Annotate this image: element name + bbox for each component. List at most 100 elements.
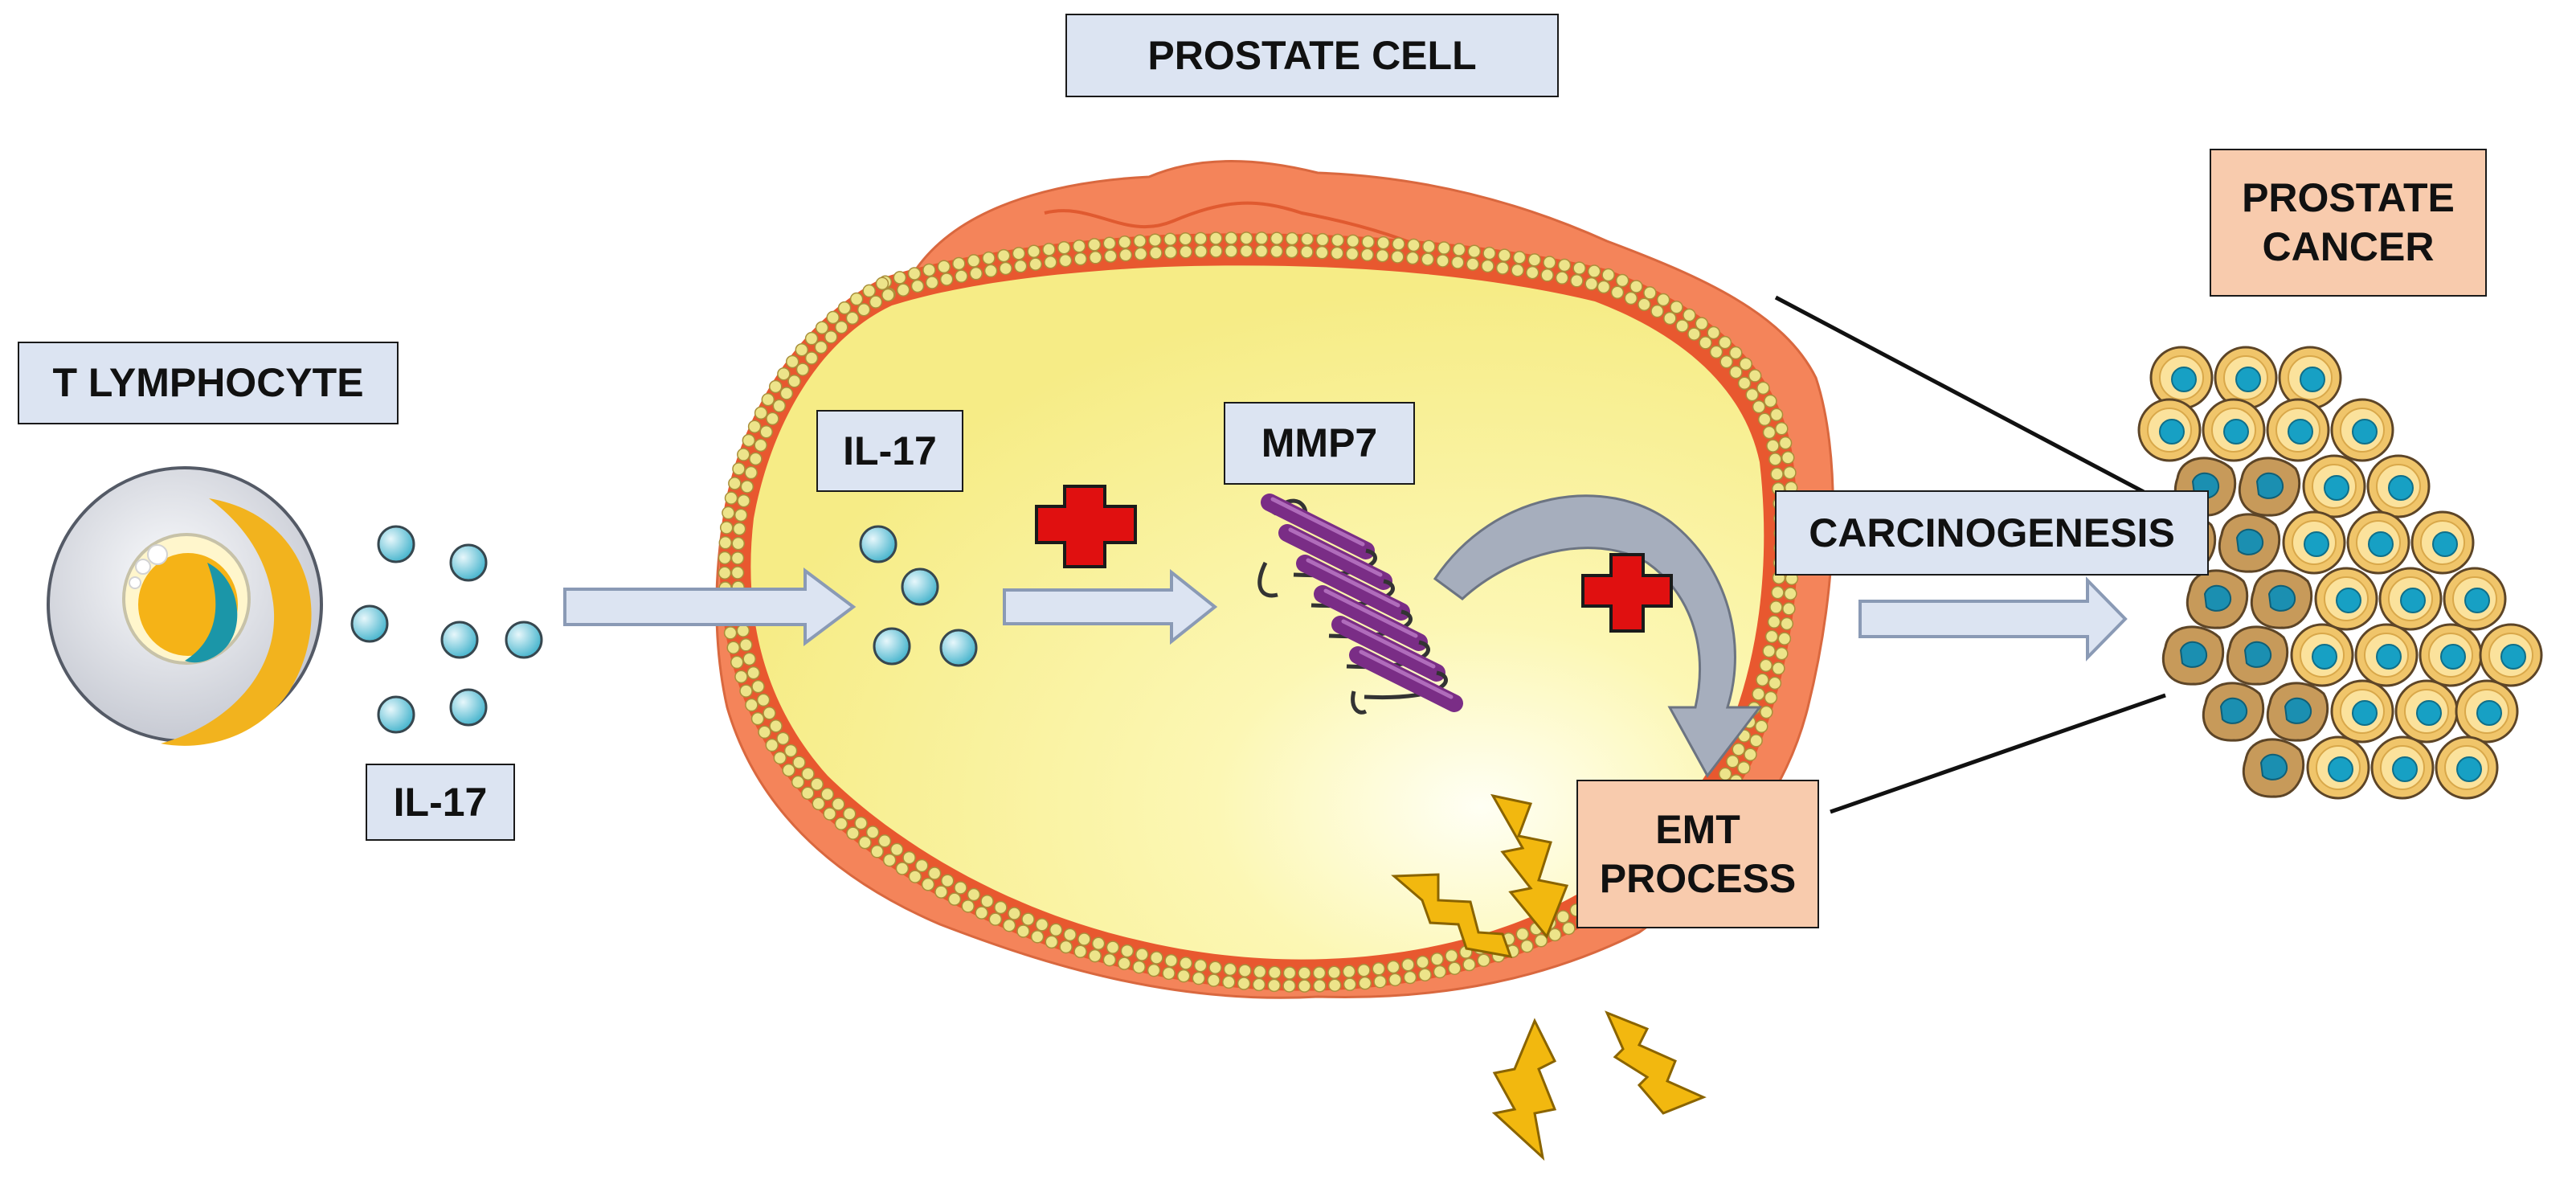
membrane-bead [1512,251,1527,264]
membrane-bead [1102,236,1117,250]
membrane-bead [1572,261,1586,275]
membrane-bead [1584,277,1598,291]
membrane-bead [750,711,765,726]
membrane-bead [862,284,876,298]
membrane-bead [723,626,738,640]
membrane-bead [795,343,809,357]
membrane-bead [1770,467,1784,481]
cancer-cell-nucleus [2179,641,2208,668]
membrane-bead [1448,961,1462,975]
membrane-bead [730,566,745,580]
cancer-cell-nucleus [2171,367,2197,392]
membrane-bead [1477,953,1490,967]
membrane-bead [718,551,732,565]
membrane-bead [908,870,922,883]
cancer-cell-nucleus [2368,531,2394,557]
membrane-bead [1360,248,1374,262]
membrane-bead [745,698,758,712]
membrane-bead [1222,975,1236,989]
mmp7-helix-highlight [1323,588,1418,638]
membrane-bead [1777,632,1792,645]
membrane-bead [857,302,871,317]
membrane-bead [761,392,775,407]
membrane-bead [1629,280,1643,293]
membrane-bead [1021,912,1035,926]
membrane-bead [1194,244,1208,259]
membrane-bead [1699,336,1712,350]
cancer-cell-nucleus [2304,531,2329,557]
membrane-bead [1495,261,1510,275]
label-carcinogenesis: CARCINOGENESIS [1775,490,2209,576]
membrane-bead [1748,369,1762,383]
membrane-bead [740,480,754,494]
membrane-bead [835,320,848,334]
plus-signs [1035,485,1673,633]
membrane-bead [801,767,815,780]
membrane-bead [726,641,741,654]
curved-arrow-mmp7-to-emt [1433,494,1763,778]
t-lymphocyte-cell [47,466,323,746]
membrane-bead [1164,953,1178,968]
membrane-bead [1072,239,1086,253]
membrane-bead [1300,232,1315,246]
membrane-bead [736,624,750,637]
membrane-bead [996,248,1011,263]
membrane-bead [722,506,735,520]
cancer-cell-nucleus [2219,698,2248,724]
cancer-cell-nucleus [2259,754,2288,780]
membrane-bead [1372,962,1386,976]
membrane-bead [1376,236,1390,250]
membrane-bead [1237,977,1251,990]
membrane-bead [1498,248,1511,262]
membrane-bead [1778,436,1793,450]
membrane-bead [1270,231,1284,245]
membrane-bead [1728,346,1743,360]
il17-cytokine-bead [350,604,389,643]
membrane-bead [1557,258,1572,272]
cancer-cell-nucleus [2464,588,2490,613]
membrane-bead [1209,244,1223,258]
membrane-bead [1194,231,1208,246]
membrane-bead [1739,357,1752,371]
membrane-bead [1556,910,1570,924]
membrane-bead [1450,256,1465,269]
cancer-cell-nucleus [2288,419,2313,445]
membrane-bead [1452,243,1466,256]
membrane-bead [954,881,967,895]
label-mmp7: MMP7 [1224,402,1415,485]
membrane-bead [1756,381,1770,395]
membrane-bead [1749,734,1763,748]
membrane-bead [1117,957,1131,970]
membrane-bead [842,807,857,821]
membrane-bead [1373,974,1387,989]
membrane-bead [854,816,868,830]
mmp7-helix [1296,555,1410,621]
membrane-bead [1315,245,1329,260]
membrane-bead [947,892,962,906]
membrane-bead [1358,976,1372,990]
membrane-bead [1343,977,1357,991]
cancer-cell-nucleus [2203,585,2232,612]
membrane-bead [1481,259,1494,273]
membrane-bead [1118,248,1133,262]
membrane-bead [1327,965,1341,979]
membrane-bead [1357,963,1371,977]
membrane-bead [914,858,929,873]
membrane-bead [812,797,825,811]
membrane-bead [1511,263,1524,277]
membrane-bead [1422,240,1436,253]
membrane-bead [1135,948,1149,961]
membrane-bead [742,652,756,666]
cancer-cell-nucleus [2352,419,2378,445]
membrane-bead [1300,245,1314,259]
membrane-bead [1775,422,1789,436]
il17-cytokines [350,525,978,734]
membrane-bead [1087,238,1102,252]
membrane-bead [773,751,787,765]
cancer-cell-nucleus [2312,644,2337,670]
membrane-bead [718,566,732,580]
membrane-bead [769,719,783,733]
cancer-cell-nucleus [2300,367,2325,392]
arrow-to-prostate-cancer [1858,576,2128,662]
membrane-bead [1756,673,1769,687]
